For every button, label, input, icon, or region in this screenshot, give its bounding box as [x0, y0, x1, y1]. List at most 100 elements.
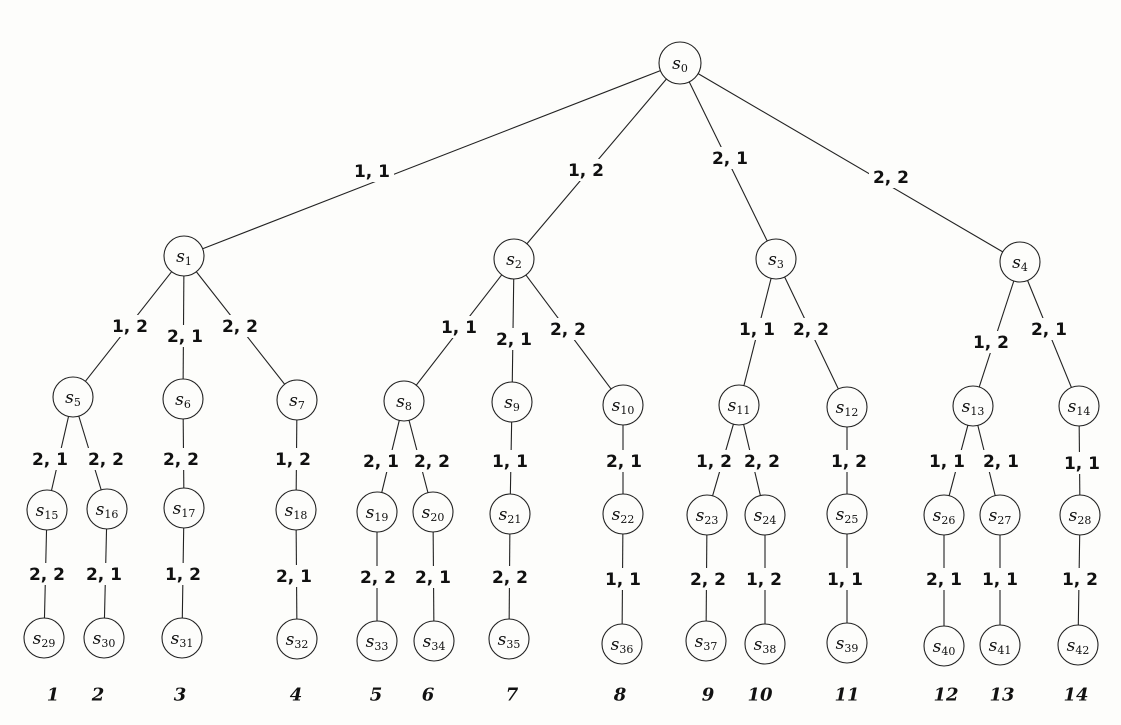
edge-label-s25-s39: 1, 1	[827, 570, 863, 590]
node-letter: s	[65, 388, 74, 408]
node-circle	[686, 494, 728, 536]
node-subscript: 29	[41, 637, 55, 650]
node-circle	[999, 241, 1041, 283]
node-subscript: 3	[777, 258, 784, 271]
leaf-number: 14	[1063, 685, 1088, 706]
edge-label-backing	[272, 565, 316, 587]
node-letter: s	[176, 247, 185, 267]
edge-label-backing	[350, 160, 394, 182]
node-circle	[356, 620, 398, 662]
edge-label-s4-s14: 2, 1	[1031, 320, 1067, 340]
node-label: s17	[173, 499, 196, 520]
edge-label-backing	[492, 328, 536, 350]
node-subscript: 2	[515, 258, 522, 271]
node-s3: s3	[755, 238, 797, 280]
node-label: s16	[96, 500, 119, 521]
edge-label-backing	[28, 448, 72, 470]
node-s20: s20	[412, 491, 454, 533]
node-label: s22	[612, 505, 635, 526]
node-circle	[718, 384, 760, 426]
node-circle	[493, 238, 535, 280]
edge-s0-s1	[202, 70, 661, 250]
edge-label-s0-s3: 2, 1	[712, 149, 748, 169]
edge-label-backing	[735, 318, 779, 340]
node-subscript: 11	[736, 404, 750, 417]
node-s36: s36	[601, 623, 643, 665]
node-subscript: 27	[997, 514, 1011, 527]
node-subscript: 13	[970, 405, 984, 418]
edge-label-backing	[789, 318, 833, 340]
node-label: s18	[285, 501, 308, 522]
edge-label-backing	[969, 331, 1013, 353]
edge-label-backing	[218, 315, 262, 337]
node-s10: s10	[602, 384, 644, 426]
node-circle	[276, 379, 318, 421]
node-letter: s	[506, 250, 515, 270]
node-s14: s14	[1058, 385, 1100, 427]
node-subscript: 32	[294, 638, 308, 651]
node-s39: s39	[826, 622, 868, 664]
node-letter: s	[36, 501, 45, 521]
node-circle	[488, 618, 530, 660]
node-subscript: 26	[941, 514, 955, 527]
node-circle	[413, 620, 455, 662]
node-s38: s38	[744, 623, 786, 665]
node-circle	[658, 41, 702, 85]
leaf-number: 9	[702, 685, 715, 706]
node-subscript: 23	[704, 514, 718, 527]
edge-label-s3-s11: 1, 1	[739, 320, 775, 340]
node-circle	[1057, 624, 1099, 666]
node-s30: s30	[83, 617, 125, 659]
node-letter: s	[754, 506, 763, 526]
node-letter: s	[1069, 506, 1078, 526]
node-subscript: 21	[507, 513, 521, 526]
edge-label-backing	[564, 159, 608, 181]
node-circle	[23, 617, 65, 659]
node-label: s38	[754, 635, 777, 656]
edge-label-backing	[1060, 452, 1104, 474]
edge-label-s23-s37: 2, 2	[690, 570, 726, 590]
node-subscript: 41	[997, 644, 1011, 657]
node-subscript: 35	[506, 638, 520, 651]
edge-label-s5-s16: 2, 2	[88, 450, 124, 470]
edge-s0-s4	[697, 73, 1004, 253]
edge-label-s26-s40: 2, 1	[926, 570, 962, 590]
node-circle	[162, 378, 204, 420]
edge-label-s18-s32: 2, 1	[276, 567, 312, 587]
node-subscript: 12	[844, 406, 858, 419]
node-circle	[1058, 385, 1100, 427]
edge-label-backing	[437, 316, 481, 338]
node-letter: s	[672, 54, 681, 74]
node-letter: s	[286, 630, 295, 650]
node-letter: s	[1068, 397, 1077, 417]
node-letter: s	[422, 503, 431, 523]
node-s22: s22	[602, 493, 644, 535]
node-circle	[744, 494, 786, 536]
node-label: s37	[695, 632, 718, 653]
edge-label-backing	[692, 450, 736, 472]
edge-label-s6-s17: 2, 2	[163, 450, 199, 470]
node-label: s8	[396, 392, 412, 413]
node-subscript: 31	[179, 637, 193, 650]
node-label: s33	[366, 632, 389, 653]
edge-label-backing	[602, 450, 646, 472]
node-label: s40	[933, 637, 956, 658]
edge-label-backing	[356, 566, 400, 588]
edge-label-s17-s31: 1, 2	[165, 565, 201, 585]
node-subscript: 20	[430, 511, 444, 524]
node-label: s42	[1067, 636, 1090, 657]
edge-label-backing	[488, 566, 532, 588]
node-label: s0	[672, 54, 688, 75]
node-subscript: 42	[1075, 644, 1089, 657]
node-label: s27	[989, 506, 1012, 527]
node-s16: s16	[86, 488, 128, 530]
node-s7: s7	[276, 379, 318, 421]
node-circle	[489, 493, 531, 535]
node-circle	[602, 384, 644, 426]
node-label: s7	[289, 391, 305, 412]
edge-label-backing	[84, 448, 128, 470]
node-label: s35	[498, 630, 521, 651]
node-s2: s2	[493, 238, 535, 280]
